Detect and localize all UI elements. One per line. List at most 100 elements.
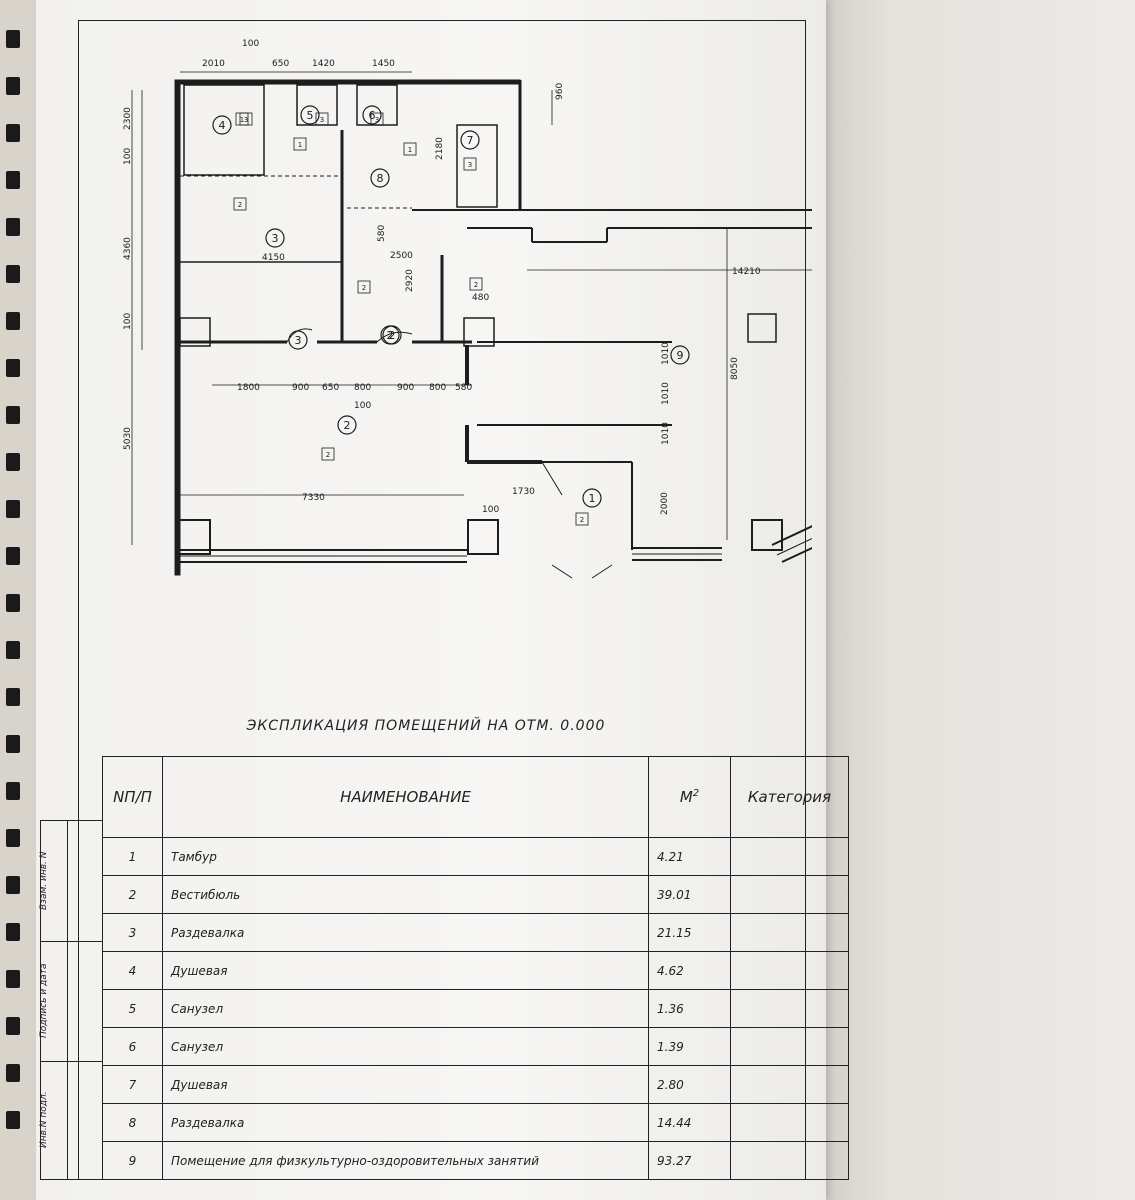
column bbox=[751, 519, 783, 551]
dimension-label: 800 bbox=[354, 383, 371, 393]
floor-tag-box bbox=[293, 137, 307, 151]
binding-ring bbox=[6, 1064, 20, 1082]
room-marker-number: 4 bbox=[219, 119, 226, 132]
row-number: 2 bbox=[102, 875, 163, 914]
floor-tag-number: 3 bbox=[468, 161, 472, 169]
binding-ring bbox=[6, 1111, 20, 1129]
sidebar-divider bbox=[41, 941, 103, 942]
row-name: Раздевалка bbox=[162, 1103, 649, 1142]
binding-ring bbox=[6, 500, 20, 518]
row-number: 3 bbox=[102, 913, 163, 952]
binding-ring bbox=[6, 829, 20, 847]
header-num: NП/П bbox=[102, 756, 163, 838]
row-area: 14.44 bbox=[648, 1103, 731, 1142]
dimension-label: 480 bbox=[472, 293, 489, 303]
room-marker-number: 8 bbox=[377, 172, 384, 185]
floor-tag-number: 2 bbox=[362, 284, 366, 292]
dimension-label: 100 bbox=[123, 313, 133, 330]
room-marker-circle bbox=[265, 228, 285, 248]
room-marker-number: 6 bbox=[369, 109, 376, 122]
room-marker-number: 5 bbox=[307, 109, 314, 122]
signature-sidebar: Взам. инв. N Подпись и дата Инв.N подл. bbox=[39, 820, 103, 1180]
row-area: 4.62 bbox=[648, 951, 731, 990]
shower-block bbox=[183, 84, 265, 176]
floor-tag-number: 1 bbox=[298, 141, 302, 149]
binding-ring bbox=[6, 77, 20, 95]
binding-ring bbox=[6, 453, 20, 471]
dimension-label: 1010 bbox=[661, 422, 671, 445]
row-category bbox=[730, 1141, 849, 1180]
binding-ring bbox=[6, 735, 20, 753]
row-area: 4.21 bbox=[648, 837, 731, 876]
dimension-label: 1800 bbox=[237, 383, 260, 393]
row-name: Раздевалка bbox=[162, 913, 649, 952]
binding-ring bbox=[6, 970, 20, 988]
floor-tag-box bbox=[321, 447, 335, 461]
dimension-label: 8050 bbox=[730, 357, 740, 380]
row-category bbox=[730, 1065, 849, 1104]
floor-tag-box bbox=[469, 277, 483, 291]
room-marker-circle bbox=[382, 325, 402, 345]
binding-ring bbox=[6, 688, 20, 706]
header-area-sup: 2 bbox=[692, 788, 700, 799]
binding-ring bbox=[6, 359, 20, 377]
header-category: Категория bbox=[730, 756, 849, 838]
angled-wall bbox=[781, 546, 812, 563]
door-arc bbox=[591, 564, 613, 579]
dimension-label: 1420 bbox=[312, 59, 335, 69]
floor-tag-box bbox=[370, 112, 384, 126]
dimension-label: 580 bbox=[455, 383, 472, 393]
column bbox=[179, 317, 211, 347]
row-number: 4 bbox=[102, 951, 163, 990]
row-number: 9 bbox=[102, 1141, 163, 1180]
row-category bbox=[730, 875, 849, 914]
floor-tag-number: 3 bbox=[320, 116, 324, 124]
room-marker-circle bbox=[460, 130, 480, 150]
floor-tag-box bbox=[463, 157, 477, 171]
facing-page bbox=[812, 0, 1135, 1200]
dimension-label: 14210 bbox=[732, 267, 761, 277]
room-marker-circle bbox=[300, 105, 320, 125]
binding-ring bbox=[6, 406, 20, 424]
floor-tag-number: 3 bbox=[375, 116, 379, 124]
binding-ring bbox=[6, 547, 20, 565]
dimension-label: 1010 bbox=[661, 342, 671, 365]
floor-tag-box bbox=[233, 197, 247, 211]
row-name: Тамбур bbox=[162, 837, 649, 876]
dimension-label: 2300 bbox=[123, 107, 133, 130]
room-marker-number: 9 bbox=[677, 349, 684, 362]
floor-tag-number: 2 bbox=[326, 451, 330, 459]
row-area: 21.15 bbox=[648, 913, 731, 952]
row-category bbox=[730, 951, 849, 990]
dimension-label: 800 bbox=[429, 383, 446, 393]
floor-tag-box bbox=[235, 112, 249, 126]
dimension-label: 1010 bbox=[661, 382, 671, 405]
dimension-label: 1730 bbox=[512, 487, 535, 497]
sidebar-label-replaced-inv: Взам. инв. N bbox=[39, 851, 49, 911]
header-area: М2 bbox=[648, 756, 731, 838]
floor-tag-number: 2 bbox=[474, 281, 478, 289]
dimension-label: 900 bbox=[397, 383, 414, 393]
row-number: 6 bbox=[102, 1027, 163, 1066]
room-marker-number: 3 bbox=[272, 232, 279, 245]
dimension-label: 100 bbox=[354, 401, 371, 411]
floor-tag-number: 2 bbox=[238, 201, 242, 209]
row-category bbox=[730, 913, 849, 952]
row-number: 1 bbox=[102, 837, 163, 876]
row-category bbox=[730, 1103, 849, 1142]
dimension-label: 2920 bbox=[405, 269, 415, 292]
binding-ring bbox=[6, 782, 20, 800]
shower-block bbox=[456, 124, 498, 208]
binding-ring bbox=[6, 923, 20, 941]
binding-ring bbox=[6, 876, 20, 894]
row-name: Санузел bbox=[162, 989, 649, 1028]
binding-ring bbox=[6, 218, 20, 236]
drawing-frame bbox=[78, 20, 806, 1180]
column bbox=[463, 317, 495, 347]
row-area: 39.01 bbox=[648, 875, 731, 914]
row-category bbox=[730, 837, 849, 876]
